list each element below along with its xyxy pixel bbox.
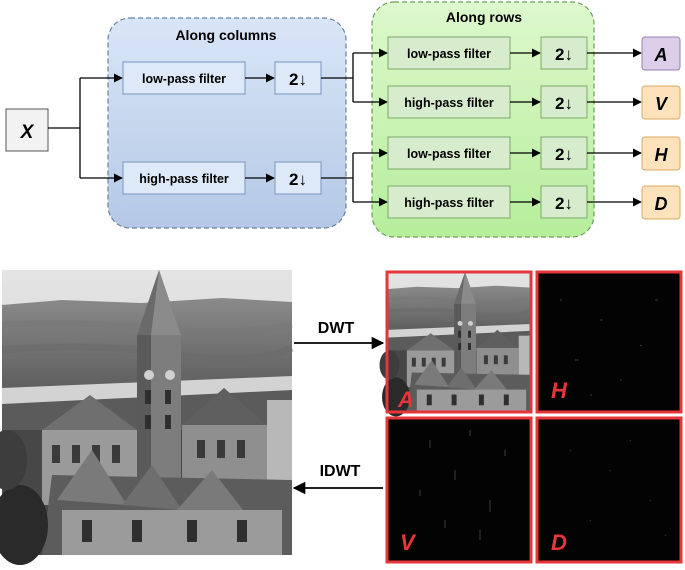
idwt-label: IDWT [320, 463, 361, 480]
column-downsample-high-box [274, 161, 322, 195]
output-d-box [641, 185, 681, 220]
input-x-label: X [20, 122, 35, 143]
row-highpass-v-box [387, 85, 511, 119]
column-highpass-box [122, 161, 246, 195]
row-downsample-v-label: 2↓ [555, 94, 573, 113]
row-highpass-d-box [387, 185, 511, 219]
column-lowpass-box [122, 61, 246, 95]
rows-group-title: Along rows [446, 9, 522, 25]
row-lowpass-a-box [387, 36, 511, 70]
subband-h-texture [560, 299, 658, 396]
column-lowpass-label: low-pass filter [142, 72, 226, 86]
column-downsample-low-box [274, 61, 322, 95]
row-lowpass-a-label: low-pass filter [407, 47, 491, 61]
row-downsample-h-box [540, 136, 588, 170]
subband-d-texture [569, 439, 667, 537]
subband-a-frame [385, 270, 533, 414]
row-highpass-v-label: high-pass filter [404, 96, 494, 110]
columns-group-title: Along columns [175, 27, 276, 43]
column-highpass-label: high-pass filter [139, 172, 229, 186]
output-a-box [641, 36, 681, 71]
output-d-label: D [655, 194, 668, 214]
row-downsample-d-label: 2↓ [555, 194, 573, 213]
output-v-label: V [655, 94, 669, 114]
row-downsample-d-box [540, 185, 588, 219]
row-lowpass-h-label: low-pass filter [407, 147, 491, 161]
subband-d-label: D [551, 530, 567, 555]
subband-a-label: A [397, 387, 414, 412]
subband-v-texture [419, 430, 506, 540]
row-highpass-d-label: high-pass filter [404, 196, 494, 210]
columns-group [107, 17, 347, 229]
output-h-box [641, 136, 681, 171]
subband-v-label: V [400, 530, 417, 555]
subband-h-label: H [551, 378, 568, 403]
original-image [0, 270, 292, 565]
input-x-box [5, 108, 49, 152]
dwt-label: DWT [318, 320, 355, 337]
subband-v-panel [385, 416, 533, 564]
subband-d-panel [535, 416, 683, 564]
output-v-box [641, 85, 681, 120]
row-downsample-a-label: 2↓ [555, 45, 573, 64]
row-downsample-h-label: 2↓ [555, 145, 573, 164]
output-a-label: A [654, 45, 668, 65]
subband-h-panel [535, 270, 683, 414]
row-downsample-v-box [540, 85, 588, 119]
column-downsample-high-label: 2↓ [289, 170, 307, 189]
output-h-label: H [655, 145, 669, 165]
column-downsample-low-label: 2↓ [289, 70, 307, 89]
